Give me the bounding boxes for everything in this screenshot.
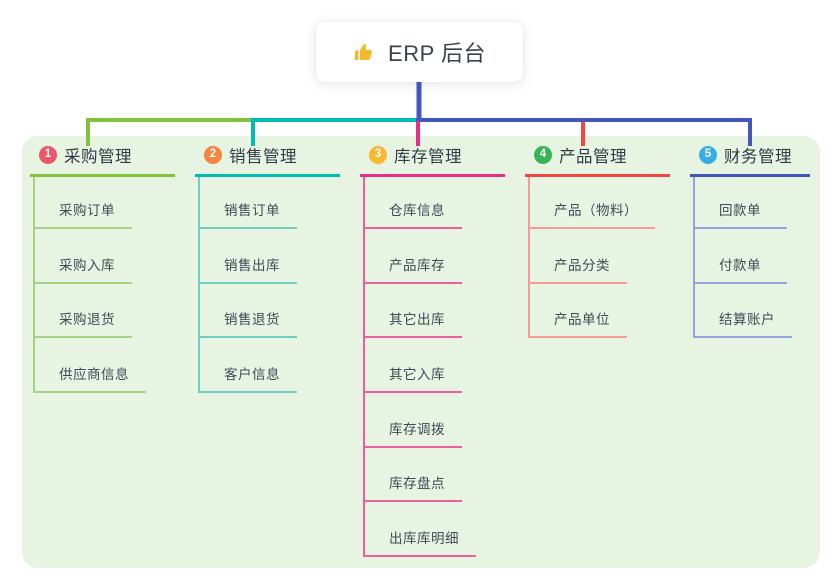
child-node[interactable]: 产品单位 [530,284,627,339]
child-node[interactable]: 结算账户 [695,284,792,339]
child-node[interactable]: 库存调拨 [365,393,462,448]
branch-sales: 2 销售管理 销售订单 销售出库 销售退货 客户信息 [195,136,340,394]
child-node[interactable]: 采购入库 [35,229,132,284]
root-node[interactable]: ERP 后台 [316,22,523,82]
child-node[interactable]: 销售退货 [200,284,297,339]
child-node[interactable]: 回款单 [695,177,787,229]
branch-label: 销售管理 [229,148,297,166]
branch-finance-title[interactable]: 5 财务管理 [690,136,810,177]
child-node[interactable]: 其它入库 [365,338,462,394]
branch-finance-children: 回款单 付款单 结算账户 [693,177,792,339]
branch-label: 财务管理 [724,148,792,166]
branch-finance: 5 财务管理 回款单 付款单 结算账户 [690,136,810,339]
child-node[interactable]: 产品分类 [530,229,627,284]
root-node-label: ERP 后台 [388,41,486,66]
branch-purchase-title[interactable]: 1 采购管理 [30,136,175,177]
branch-purchase: 1 采购管理 采购订单 采购入库 采购退货 供应商信息 [30,136,175,394]
branch-product-title[interactable]: 4 产品管理 [525,136,670,177]
child-node[interactable]: 销售订单 [200,177,297,229]
branch-number-badge: 1 [39,146,57,164]
branch-sales-title[interactable]: 2 销售管理 [195,136,340,177]
child-node[interactable]: 产品（物料） [530,177,655,229]
branch-number-badge: 5 [699,146,717,164]
branch-label: 库存管理 [394,148,462,166]
child-node[interactable]: 出库库明细 [365,502,476,558]
branch-product-children: 产品（物料） 产品分类 产品单位 [528,177,655,339]
child-node[interactable]: 采购订单 [35,177,132,229]
child-node[interactable]: 客户信息 [200,338,297,394]
branch-number-badge: 4 [534,146,552,164]
branches-panel [22,136,820,568]
branch-number-badge: 2 [204,146,222,164]
branch-label: 采购管理 [64,148,132,166]
child-node[interactable]: 产品库存 [365,229,462,284]
thumbs-up-icon [353,40,377,64]
child-node[interactable]: 供应商信息 [35,338,146,394]
branch-inventory: 3 库存管理 仓库信息 产品库存 其它出库 其它入库 库存调拨 库存盘点 出库库… [360,136,505,558]
branch-inventory-title[interactable]: 3 库存管理 [360,136,505,177]
branch-product: 4 产品管理 产品（物料） 产品分类 产品单位 [525,136,670,339]
child-node[interactable]: 仓库信息 [365,177,462,229]
branch-number-badge: 3 [369,146,387,164]
branch-sales-children: 销售订单 销售出库 销售退货 客户信息 [198,177,297,394]
branch-purchase-children: 采购订单 采购入库 采购退货 供应商信息 [33,177,146,394]
child-node[interactable]: 销售出库 [200,229,297,284]
branch-label: 产品管理 [559,148,627,166]
child-node[interactable]: 库存盘点 [365,448,462,503]
branch-inventory-children: 仓库信息 产品库存 其它出库 其它入库 库存调拨 库存盘点 出库库明细 [363,177,476,558]
child-node[interactable]: 其它出库 [365,284,462,339]
child-node[interactable]: 采购退货 [35,284,132,339]
child-node[interactable]: 付款单 [695,229,787,284]
